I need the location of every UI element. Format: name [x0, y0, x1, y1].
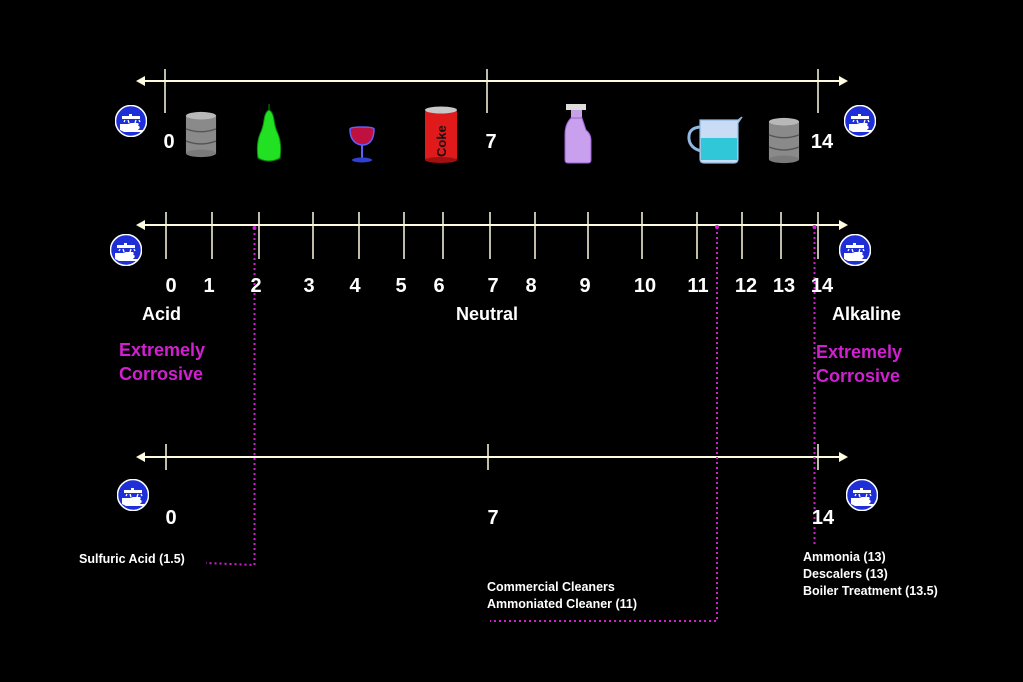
example-line: Ammoniated Cleaner (11) [487, 597, 638, 611]
grey-drum-icon [185, 111, 217, 158]
example-line: Ammonia (13) [803, 550, 886, 564]
middle-axis-label: 11 [687, 275, 709, 297]
wine-glass-icon [349, 126, 375, 146]
middle-axis-label: 7 [487, 275, 499, 297]
example-line: Boiler Treatment (13.5) [803, 584, 938, 598]
middle-axis-label: 4 [349, 275, 361, 297]
sulfuric-acid-leader-line [205, 228, 256, 567]
spray-bottle-icon [564, 117, 592, 164]
middle-axis-label: 5 [395, 275, 407, 297]
coke-can-label: Coke [434, 125, 449, 157]
corrosive-hazard-icon [846, 479, 878, 511]
alkali-marker [812, 225, 817, 229]
corrosive-hazard-icon [110, 234, 142, 266]
spray-neck [571, 110, 582, 118]
middle-axis-label: 12 [734, 275, 758, 297]
middle-axis-label: 2 [250, 275, 262, 297]
warning-line: Extremely [119, 340, 206, 360]
middle-axis-arrow-right [839, 220, 848, 230]
measuring-jug-handle [687, 125, 702, 153]
bottom-axis-label: 7 [487, 507, 499, 529]
middle-axis-arrow-left [136, 220, 145, 230]
middle-axis-label: 9 [579, 275, 591, 297]
middle-axis-label: 10 [633, 275, 657, 297]
cleaners-leader-line [490, 227, 718, 622]
dish-soap-bottle-icon [256, 104, 282, 162]
middle-axis-label: 13 [772, 275, 796, 297]
bottom-axis-label: 0 [165, 507, 177, 529]
top-axis-label: 7 [485, 131, 497, 153]
top-axis-label: 14 [810, 131, 834, 153]
middle-axis-label: 1 [203, 275, 215, 297]
corrosive-hazard-icon [115, 105, 147, 137]
cleaners-marker [715, 225, 719, 229]
coke-can-top [425, 106, 457, 114]
example-line: Sulfuric Acid (1.5) [79, 552, 185, 566]
wine-glass-base [352, 157, 372, 163]
middle-axis-label: 3 [303, 275, 315, 297]
middle-axis-label: 0 [165, 275, 177, 297]
example-line: Descalers (13) [803, 567, 888, 581]
acid-label: Acid [142, 304, 182, 324]
coke-can-icon [425, 109, 457, 161]
acid-example-note: Sulfuric Acid (1.5) [79, 551, 185, 568]
warning-line: Corrosive [816, 366, 901, 386]
top-axis-arrow-right [839, 76, 848, 86]
coke-can-bottom [425, 157, 457, 163]
example-line: Commercial Cleaners [487, 580, 615, 594]
measuring-jug-liquid [701, 138, 737, 160]
bottom-axis-label: 14 [811, 507, 835, 529]
corrosive-hazard-icon [117, 479, 149, 511]
top-axis-label: 0 [163, 131, 175, 153]
grey-drum-icon [768, 117, 800, 164]
middle-axis-label: 8 [525, 275, 537, 297]
alkaline-label: Alkaline [832, 304, 902, 324]
corrosive-hazard-icon [839, 234, 871, 266]
alkali-example-note: Ammonia (13) Descalers (13) Boiler Treatme… [803, 549, 938, 600]
spray-nozzle [566, 104, 586, 110]
warning-line: Extremely [816, 342, 903, 362]
sulfuric-acid-marker [252, 226, 257, 230]
middle-axis-label: 6 [433, 275, 445, 297]
bottom-axis-arrow-left [136, 452, 145, 462]
corrosive-hazard-icon [844, 105, 876, 137]
bottom-axis-arrow-right [839, 452, 848, 462]
neutral-label: Neutral [456, 304, 519, 324]
warning-line: Corrosive [119, 364, 204, 384]
top-axis-arrow-left [136, 76, 145, 86]
middle-axis-label: 14 [810, 275, 834, 297]
